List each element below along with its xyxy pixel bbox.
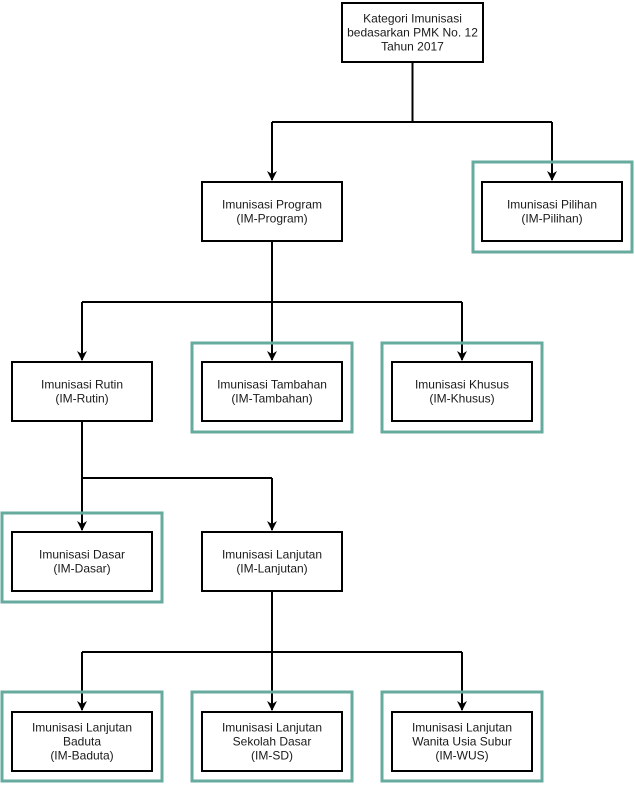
node-label-rutin-line-2: (IM-Rutin) [55,392,108,406]
node-label-sd-line-1: Imunisasi Lanjutan [222,721,322,735]
node-box-sd [201,711,343,772]
edges-layer [77,62,557,711]
node-box-dasar [11,531,153,592]
node-box-khusus [391,361,533,422]
node-box-tambahan [201,361,343,422]
node-label-khusus-line-1: Imunisasi Khusus [415,378,509,392]
node-lanjutan: Imunisasi Lanjutan(IM-Lanjutan) [201,531,343,592]
node-label-sd-line-3: (IM-SD) [251,749,293,763]
node-dasar: Imunisasi Dasar(IM-Dasar) [0,511,164,604]
node-label-pilihan-line-1: Imunisasi Pilihan [507,198,597,212]
highlight-frame-dasar [0,511,164,604]
node-label-root-line-3: Tahun 2017 [381,40,444,54]
node-tambahan: Imunisasi Tambahan(IM-Tambahan) [190,341,354,434]
node-box-lanjutan [201,531,343,592]
node-label-program-line-1: Imunisasi Program [222,198,322,212]
node-label-khusus-line-2: (IM-Khusus) [429,392,494,406]
node-label-rutin-line-1: Imunisasi Rutin [41,378,123,392]
node-label-wus-line-2: Wanita Usia Subur [412,735,512,749]
node-program: Imunisasi Program(IM-Program) [201,181,343,242]
node-label-tambahan-line-1: Imunisasi Tambahan [217,378,327,392]
node-label-lanjutan-line-2: (IM-Lanjutan) [236,562,307,576]
highlight-frame-khusus [380,341,544,434]
node-label-baduta-line-3: (IM-Baduta) [50,749,113,763]
highlight-frame-sd [190,690,354,783]
node-label-wus-line-1: Imunisasi Lanjutan [412,721,512,735]
node-label-root-line-1: Kategori Imunisasi [363,12,462,26]
node-box-program [201,181,343,242]
node-label-dasar-line-2: (IM-Dasar) [53,562,110,576]
node-box-rutin [11,361,153,422]
node-box-baduta [11,711,153,772]
highlight-frame-tambahan [190,341,354,434]
node-khusus: Imunisasi Khusus(IM-Khusus) [380,341,544,434]
node-box-wus [391,711,533,772]
node-label-pilihan-line-2: (IM-Pilihan) [521,212,582,226]
node-label-program-line-2: (IM-Program) [236,212,307,226]
node-label-baduta-line-1: Imunisasi Lanjutan [32,721,132,735]
node-pilihan: Imunisasi Pilihan(IM-Pilihan) [471,160,634,254]
highlight-frame-wus [380,690,544,783]
node-label-dasar-line-1: Imunisasi Dasar [39,548,125,562]
node-rutin: Imunisasi Rutin(IM-Rutin) [11,361,153,422]
node-label-wus-line-3: (IM-WUS) [435,749,488,763]
node-label-sd-line-2: Sekolah Dasar [233,735,312,749]
node-label-tambahan-line-2: (IM-Tambahan) [231,392,312,406]
highlight-frame-pilihan [471,160,634,254]
node-box-root [341,2,484,63]
highlight-frame-baduta [0,690,164,783]
node-label-baduta-line-2: Baduta [63,735,101,749]
node-label-lanjutan-line-1: Imunisasi Lanjutan [222,548,322,562]
node-box-pilihan [481,181,623,242]
node-label-root-line-2: bedasarkan PMK No. 12 [347,26,478,40]
